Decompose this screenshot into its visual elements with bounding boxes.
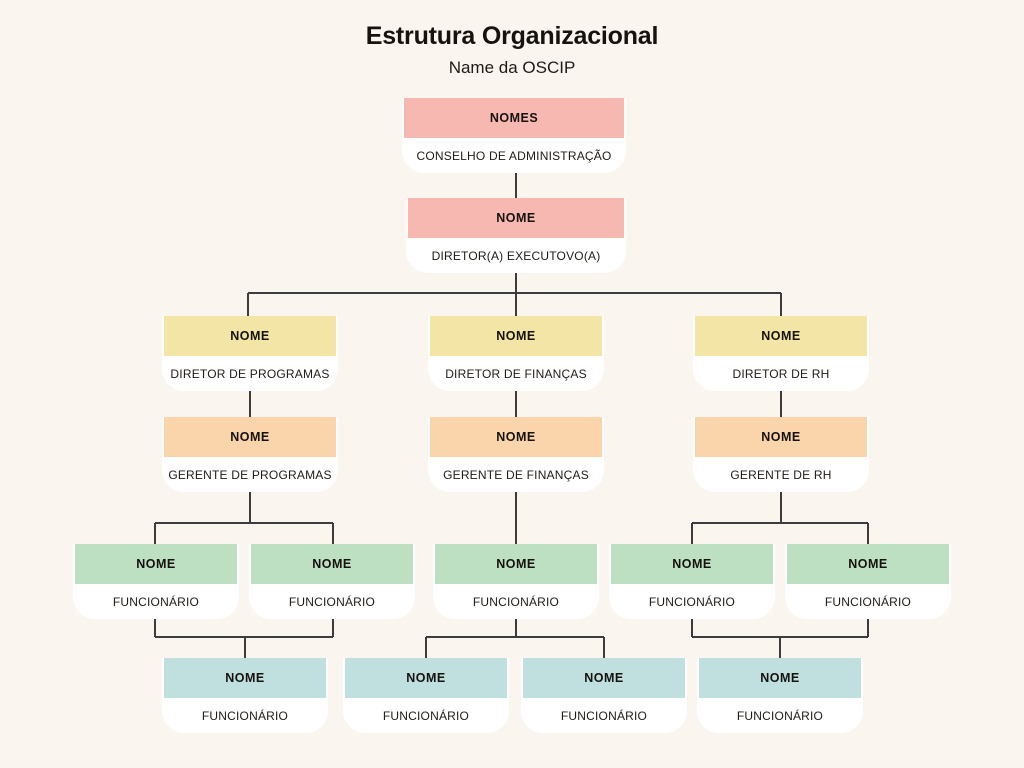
org-node-n3[interactable]: DIRETOR DE PROGRAMAS NOME: [162, 316, 338, 391]
org-node-header: NOME: [164, 658, 326, 698]
connector-manager-programs-to-staff: [154, 492, 334, 544]
org-node-name: NOME: [406, 671, 446, 685]
org-node-header: NOME: [164, 316, 336, 356]
org-node-n17[interactable]: FUNCIONÁRIO NOME: [697, 658, 863, 733]
org-node-name: NOME: [230, 430, 270, 444]
org-node-header: NOME: [787, 544, 949, 584]
org-node-role: FUNCIONÁRIO: [824, 594, 912, 609]
org-node-header: NOME: [435, 544, 597, 584]
org-node-role: DIRETOR(A) EXECUTOVO(A): [431, 248, 601, 263]
org-node-header: NOME: [430, 417, 602, 457]
org-node-n6[interactable]: GERENTE DE PROGRAMAS NOME: [162, 417, 338, 492]
org-node-n11[interactable]: FUNCIONÁRIO NOME: [433, 544, 599, 619]
org-node-role: FUNCIONÁRIO: [648, 594, 736, 609]
connector-staff-green-center-split: [425, 619, 605, 658]
org-node-role: DIRETOR DE RH: [732, 366, 830, 381]
page-subtitle: Name da OSCIP: [448, 58, 576, 77]
org-node-header: NOME: [430, 316, 602, 356]
org-node-header: NOME: [164, 417, 336, 457]
org-node-header: NOME: [523, 658, 685, 698]
org-node-header: NOME: [611, 544, 773, 584]
org-node-name: NOME: [230, 329, 270, 343]
org-node-role: GERENTE DE PROGRAMAS: [168, 467, 332, 482]
org-node-role: GERENTE DE RH: [730, 467, 832, 482]
org-node-header: NOME: [345, 658, 507, 698]
org-node-n5[interactable]: DIRETOR DE RH NOME: [693, 316, 869, 391]
org-node-role: DIRETOR DE FINANÇAS: [445, 366, 587, 381]
org-node-role: FUNCIONÁRIO: [736, 708, 824, 723]
org-node-role: GERENTE DE FINANÇAS: [443, 467, 589, 482]
org-node-header: NOMES: [404, 98, 624, 138]
org-node-n10[interactable]: FUNCIONÁRIO NOME: [249, 544, 415, 619]
org-node-name: NOME: [496, 329, 536, 343]
org-node-role: FUNCIONÁRIO: [472, 594, 560, 609]
org-node-n8[interactable]: GERENTE DE RH NOME: [693, 417, 869, 492]
org-node-name: NOME: [672, 557, 712, 571]
org-node-header: NOME: [695, 316, 867, 356]
org-node-n15[interactable]: FUNCIONÁRIO NOME: [343, 658, 509, 733]
org-node-n13[interactable]: FUNCIONÁRIO NOME: [785, 544, 951, 619]
org-node-name: NOME: [496, 557, 536, 571]
org-node-n12[interactable]: FUNCIONÁRIO NOME: [609, 544, 775, 619]
org-node-name: NOME: [225, 671, 265, 685]
org-node-role: CONSELHO DE ADMINISTRAÇÃO: [416, 148, 612, 163]
org-node-header: NOME: [699, 658, 861, 698]
org-node-n9[interactable]: FUNCIONÁRIO NOME: [73, 544, 239, 619]
org-node-n7[interactable]: GERENTE DE FINANÇAS NOME: [428, 417, 604, 492]
org-node-role: DIRETOR DE PROGRAMAS: [170, 366, 330, 381]
connector-staff-green-left-merge: [154, 619, 334, 658]
org-node-header: NOME: [251, 544, 413, 584]
org-node-n14[interactable]: FUNCIONÁRIO NOME: [162, 658, 328, 733]
org-node-header: NOME: [408, 198, 624, 238]
org-node-name: NOME: [496, 430, 536, 444]
page-title: Estrutura Organizacional: [365, 22, 659, 50]
org-node-role: FUNCIONÁRIO: [201, 708, 289, 723]
org-node-role: FUNCIONÁRIO: [288, 594, 376, 609]
org-node-name: NOME: [584, 671, 624, 685]
org-node-header: NOME: [695, 417, 867, 457]
org-node-n1[interactable]: CONSELHO DE ADMINISTRAÇÃO NOMES: [402, 98, 626, 173]
org-node-role: FUNCIONÁRIO: [382, 708, 470, 723]
org-node-name: NOME: [761, 329, 801, 343]
org-node-name: NOMES: [489, 111, 539, 125]
connector-executive-to-directors-bus: [247, 273, 782, 316]
connector-staff-green-right-merge: [691, 619, 869, 658]
org-node-header: NOME: [75, 544, 237, 584]
org-node-name: NOME: [760, 671, 800, 685]
org-node-n4[interactable]: DIRETOR DE FINANÇAS NOME: [428, 316, 604, 391]
connector-manager-rh-to-staff: [691, 492, 869, 544]
org-node-name: NOME: [761, 430, 801, 444]
org-node-name: NOME: [848, 557, 888, 571]
org-node-role: FUNCIONÁRIO: [560, 708, 648, 723]
org-node-name: NOME: [312, 557, 352, 571]
org-node-name: NOME: [496, 211, 536, 225]
org-node-role: FUNCIONÁRIO: [112, 594, 200, 609]
org-node-n2[interactable]: DIRETOR(A) EXECUTOVO(A) NOME: [406, 198, 626, 273]
org-node-n16[interactable]: FUNCIONÁRIO NOME: [521, 658, 687, 733]
org-node-name: NOME: [136, 557, 176, 571]
